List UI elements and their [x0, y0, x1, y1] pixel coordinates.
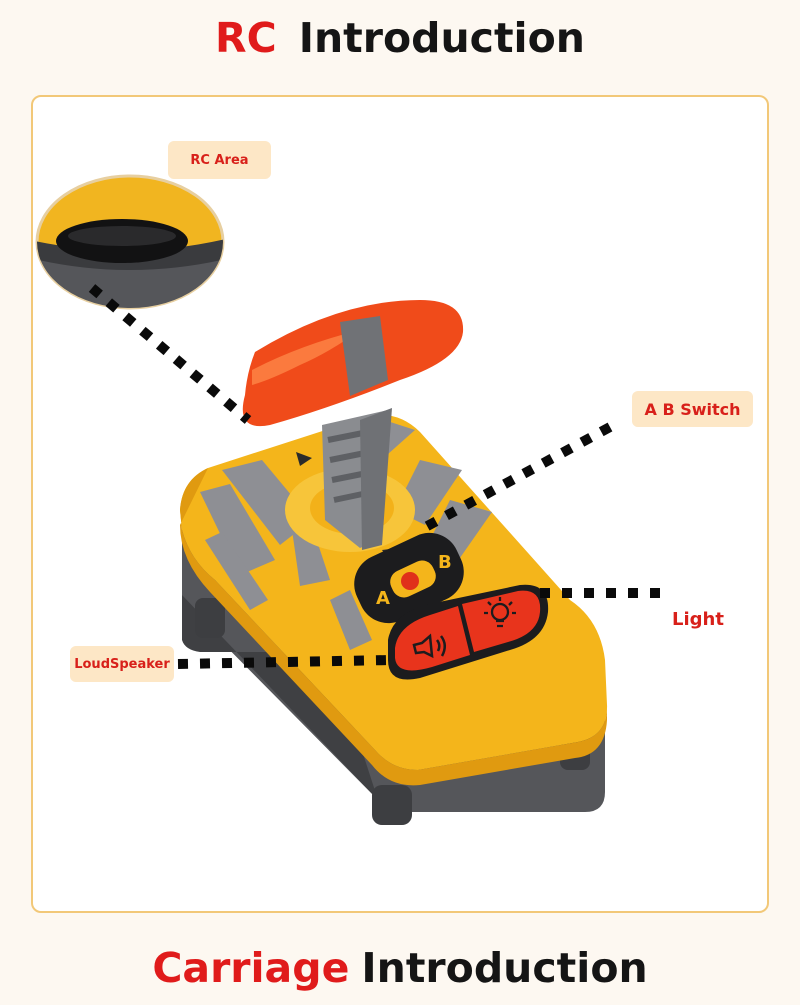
ab-switch-panel: A B	[354, 532, 464, 624]
rc-area-label: RC Area	[168, 141, 271, 179]
rc-area-zoom	[35, 174, 225, 310]
lever-handle	[242, 300, 464, 427]
switch-label-a: A	[376, 588, 390, 609]
speaker-icon	[412, 633, 446, 659]
footer-title-rest: Introduction	[361, 944, 648, 992]
loudspeaker-label: LoudSpeaker	[70, 646, 174, 682]
title-rest: Introduction	[298, 14, 585, 62]
leader-rc-area	[88, 284, 252, 424]
leader-lines	[88, 284, 664, 669]
leader-ab-switch	[417, 422, 613, 535]
light-label: Light	[672, 609, 724, 630]
switch-label-b: B	[438, 552, 452, 573]
footer-title-accent: Carriage	[152, 944, 350, 992]
throttle-lever	[296, 408, 398, 562]
light-bulb-icon	[484, 597, 516, 628]
leader-loudspeaker	[177, 655, 393, 669]
sound-buttons	[388, 584, 549, 680]
ab-switch-label: A B Switch	[632, 391, 753, 427]
title-accent: RC	[215, 14, 277, 62]
speaker-button[interactable]	[395, 606, 470, 671]
ab-toggle[interactable]	[401, 572, 419, 590]
page-title: RC Introduction	[0, 14, 800, 62]
